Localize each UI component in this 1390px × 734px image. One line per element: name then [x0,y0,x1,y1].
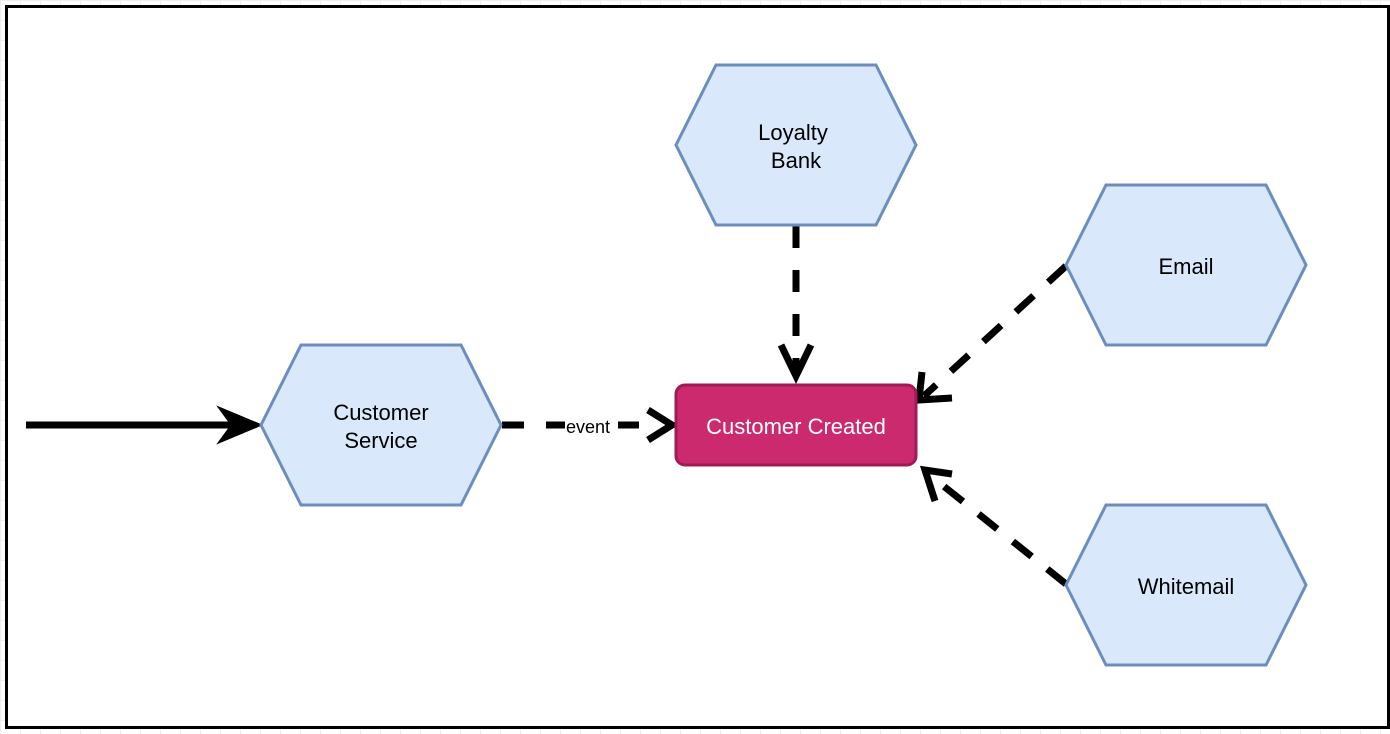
edge-whitemail-to-customer-created[interactable] [919,465,1069,587]
whitemail-label: Whitemail [1138,574,1235,599]
edge-customer-service-to-customer-created[interactable]: event [502,407,679,443]
loyalty-bank-label-line1: Loyalty [758,120,828,145]
incoming-arrow[interactable] [26,405,264,445]
loyalty-bank-label-line2: Bank [771,148,822,173]
edge-loyalty-bank-to-customer-created[interactable] [777,226,815,385]
edge-email-to-customer-created[interactable] [915,263,1069,404]
node-loyalty-bank[interactable]: Loyalty Bank [674,63,918,227]
customer-created-label: Customer Created [706,414,886,439]
node-customer-created[interactable]: Customer Created [674,383,918,467]
node-email[interactable]: Email [1064,183,1308,347]
customer-service-label-line2: Service [344,428,417,453]
node-whitemail[interactable]: Whitemail [1064,503,1308,667]
email-label: Email [1158,254,1213,279]
edge-label-event: event [566,417,610,437]
customer-service-label-line1: Customer [333,400,428,425]
node-customer-service[interactable]: Customer Service [259,343,503,507]
